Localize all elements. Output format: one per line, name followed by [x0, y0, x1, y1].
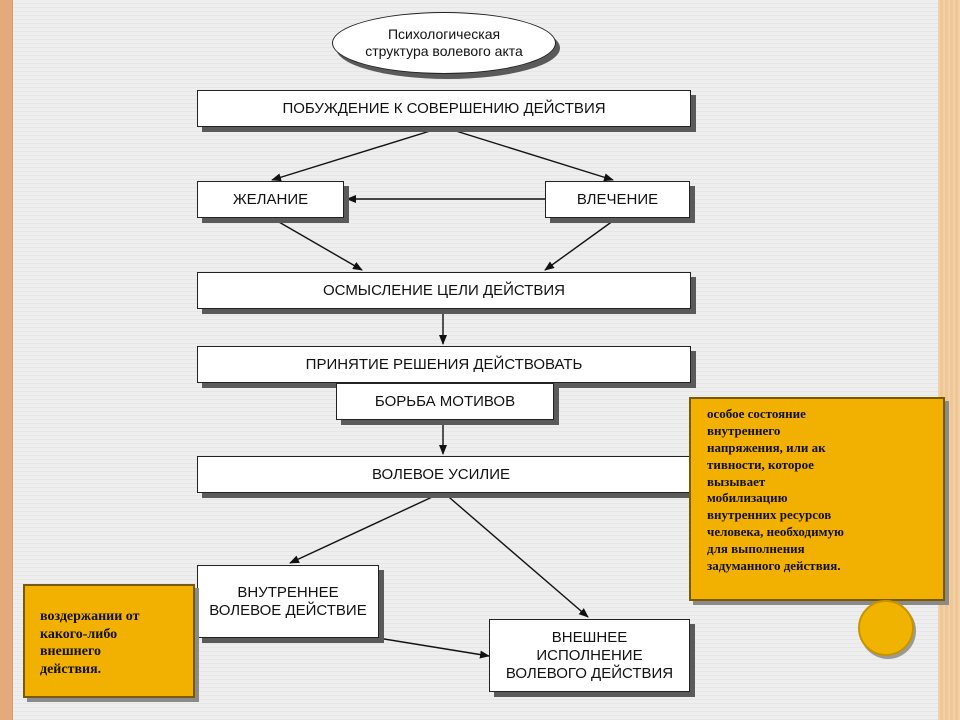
decorative-circle: [858, 600, 914, 656]
box-internal: ВНУТРЕННЕЕ ВОЛЕВОЕ ДЕЙСТВИЕ: [197, 565, 379, 638]
box-motives: БОРЬБА МОТИВОВ: [336, 383, 554, 420]
note-effort-definition: особое состояние внутреннего напряжения,…: [689, 397, 945, 601]
box-effort-label: ВОЛЕВОЕ УСИЛИЕ: [372, 465, 510, 483]
arrow-internal-to-external: [377, 637, 490, 659]
arrow-motivation-to-attraction: [442, 126, 614, 182]
arrow-desire-to-goal: [271, 217, 363, 271]
box-internal-label: ВНУТРЕННЕЕ ВОЛЕВОЕ ДЕЙСТВИЕ: [209, 583, 367, 619]
box-external-label: ВНЕШНЕЕ ИСПОЛНЕНИЕ ВОЛЕВОГО ДЕЙСТВИЯ: [505, 628, 674, 682]
box-desire: ЖЕЛАНИЕ: [197, 181, 344, 218]
box-goal: ОСМЫСЛЕНИЕ ЦЕЛИ ДЕЙСТВИЯ: [197, 272, 691, 309]
left-frame-stripe: [0, 0, 13, 720]
box-decision: ПРИНЯТИЕ РЕШЕНИЯ ДЕЙСТВОВАТЬ: [197, 346, 691, 383]
box-external: ВНЕШНЕЕ ИСПОЛНЕНИЕ ВОЛЕВОГО ДЕЙСТВИЯ: [489, 619, 690, 692]
box-motivation-label: ПОБУЖДЕНИЕ К СОВЕРШЕНИЮ ДЕЙСТВИЯ: [282, 99, 606, 117]
box-motivation: ПОБУЖДЕНИЕ К СОВЕРШЕНИЮ ДЕЙСТВИЯ: [197, 90, 691, 127]
box-decision-label: ПРИНЯТИЕ РЕШЕНИЯ ДЕЙСТВОВАТЬ: [305, 355, 583, 373]
box-attraction: ВЛЕЧЕНИЕ: [545, 181, 690, 218]
arrow-effort-to-external: [442, 491, 589, 618]
box-goal-label: ОСМЫСЛЕНИЕ ЦЕЛИ ДЕЙСТВИЯ: [322, 281, 566, 299]
box-desire-label: ЖЕЛАНИЕ: [232, 190, 309, 208]
note-restraint: воздержании от какого-либо внешнего дейс…: [23, 584, 195, 698]
arrow-attraction-to-goal: [544, 217, 618, 271]
arrow-motivation-to-desire: [271, 126, 444, 182]
diagram-title: Психологическая структура волевого акта: [332, 12, 556, 74]
arrow-effort-to-internal: [289, 491, 444, 564]
box-attraction-label: ВЛЕЧЕНИЕ: [576, 190, 659, 208]
box-effort: ВОЛЕВОЕ УСИЛИЕ: [197, 456, 691, 493]
box-motives-label: БОРЬБА МОТИВОВ: [374, 392, 516, 410]
